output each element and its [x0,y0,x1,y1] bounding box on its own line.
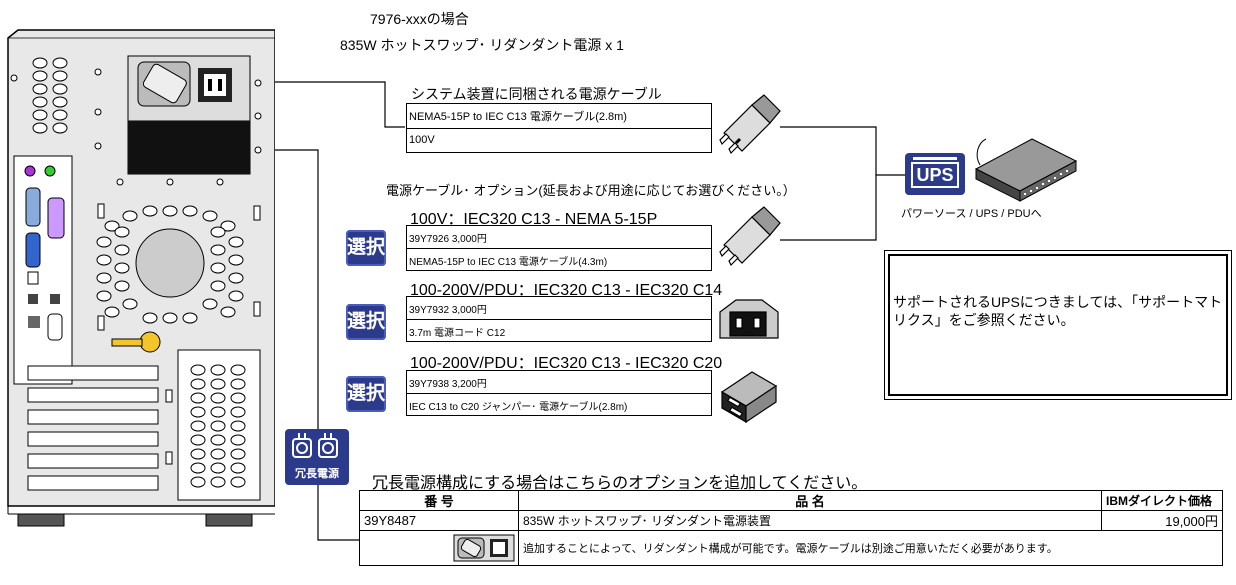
table-header-row: 番 号 品 名 IBMダイレクト価格 [359,490,1223,511]
table-row: 追加することによって、リダンダント構成が可能です。電源ケーブルは別途ご用意いただ… [359,530,1223,566]
cell-name: 835W ホットスワップ･ リダンダント電源装置 [518,510,1102,531]
table-row: 39Y8487 835W ホットスワップ･ リダンダント電源装置 19,000円 [359,510,1223,531]
note-box: サポートされるUPSにつきましては、「サポートマトリクス」をご参照ください。 [884,250,1232,400]
ups-caption: パワーソース / UPS / PDUへ [901,208,1042,220]
option-1-title: 100V：IEC320 C13 - NEMA 5-15P [410,211,658,228]
option-3-title: 100-200V/PDU：IEC320 C13 - IEC320 C20 [410,355,723,372]
option-1-select-badge[interactable]: 選択 [346,230,386,266]
nema-plug-icon [719,206,781,267]
model-title: 7976-xxxの場合 [370,11,469,27]
bundled-line1: NEMA5-15P to IEC C13 電源ケーブル(2.8m) [409,111,627,123]
cell-psu-image [359,530,519,566]
option-3-line1: 39Y7938 3,200円 [409,379,487,390]
cell-number: 39Y8487 [359,510,519,531]
option-3-box: 39Y7938 3,200円 IEC C13 to C20 ジャンパー･ 電源ケ… [406,370,712,416]
option-1-line1: 39Y7926 3,000円 [409,234,487,245]
header-number: 番 号 [359,490,519,511]
power-supply-module-icon [453,534,515,562]
nema-plug-icon [719,94,781,155]
c20-plug-icon [720,371,778,424]
option-2-title: 100-200V/PDU：IEC320 C13 - IEC320 C14 [410,282,723,299]
ups-icon: UPS [905,153,965,195]
cell-remark: 追加することによって、リダンダント構成が可能です。電源ケーブルは別途ご用意いただ… [518,530,1223,566]
header-price: IBMダイレクト価格 [1101,490,1223,511]
option-1-line2: NEMA5-15P to IEC C13 電源ケーブル(4.3m) [409,257,608,268]
bundled-heading: システム装置に同梱される電源ケーブル [411,86,662,102]
header-name: 品 名 [518,490,1102,511]
option-2-line2: 3.7m 電源コード C12 [409,328,506,339]
table-caption: 冗長電源構成にする場合はこちらのオプションを追加してください。 [372,475,868,492]
c14-plug-icon [719,299,779,339]
note-text: サポートされるUPSにつきましては、「サポートマトリクス」をご参照ください。 [893,294,1223,328]
bundled-line2: 100V [409,134,435,146]
option-table: 番 号 品 名 IBMダイレクト価格 39Y8487 835W ホットスワップ･… [359,490,1223,566]
redundant-power-badge: 冗長電源 [285,429,349,485]
cell-price: 19,000円 [1101,510,1223,531]
power-plug-icon [292,433,338,458]
option-2-box: 39Y7932 3,000円 3.7m 電源コード C12 [406,296,712,342]
redundant-badge-label: 冗長電源 [295,468,339,480]
server-chassis-image [7,29,275,527]
options-heading: 電源ケーブル･ オプション(延長および用途に応じてお選びください。） [386,183,796,198]
option-1-box: 39Y7926 3,000円 NEMA5-15P to IEC C13 電源ケー… [406,225,712,271]
option-3-line2: IEC C13 to C20 ジャンパー･ 電源ケーブル(2.8m) [409,402,628,413]
option-2-select-badge[interactable]: 選択 [346,304,386,340]
option-2-line1: 39Y7932 3,000円 [409,305,487,316]
psu-title: 835W ホットスワップ･ リダンダント電源 x 1 [340,37,624,53]
option-3-select-badge[interactable]: 選択 [346,376,386,412]
ups-badge-label: UPS [911,162,959,188]
bundled-cable-box: NEMA5-15P to IEC C13 電源ケーブル(2.8m) 100V [406,103,712,153]
pdu-device-icon [974,138,1078,202]
